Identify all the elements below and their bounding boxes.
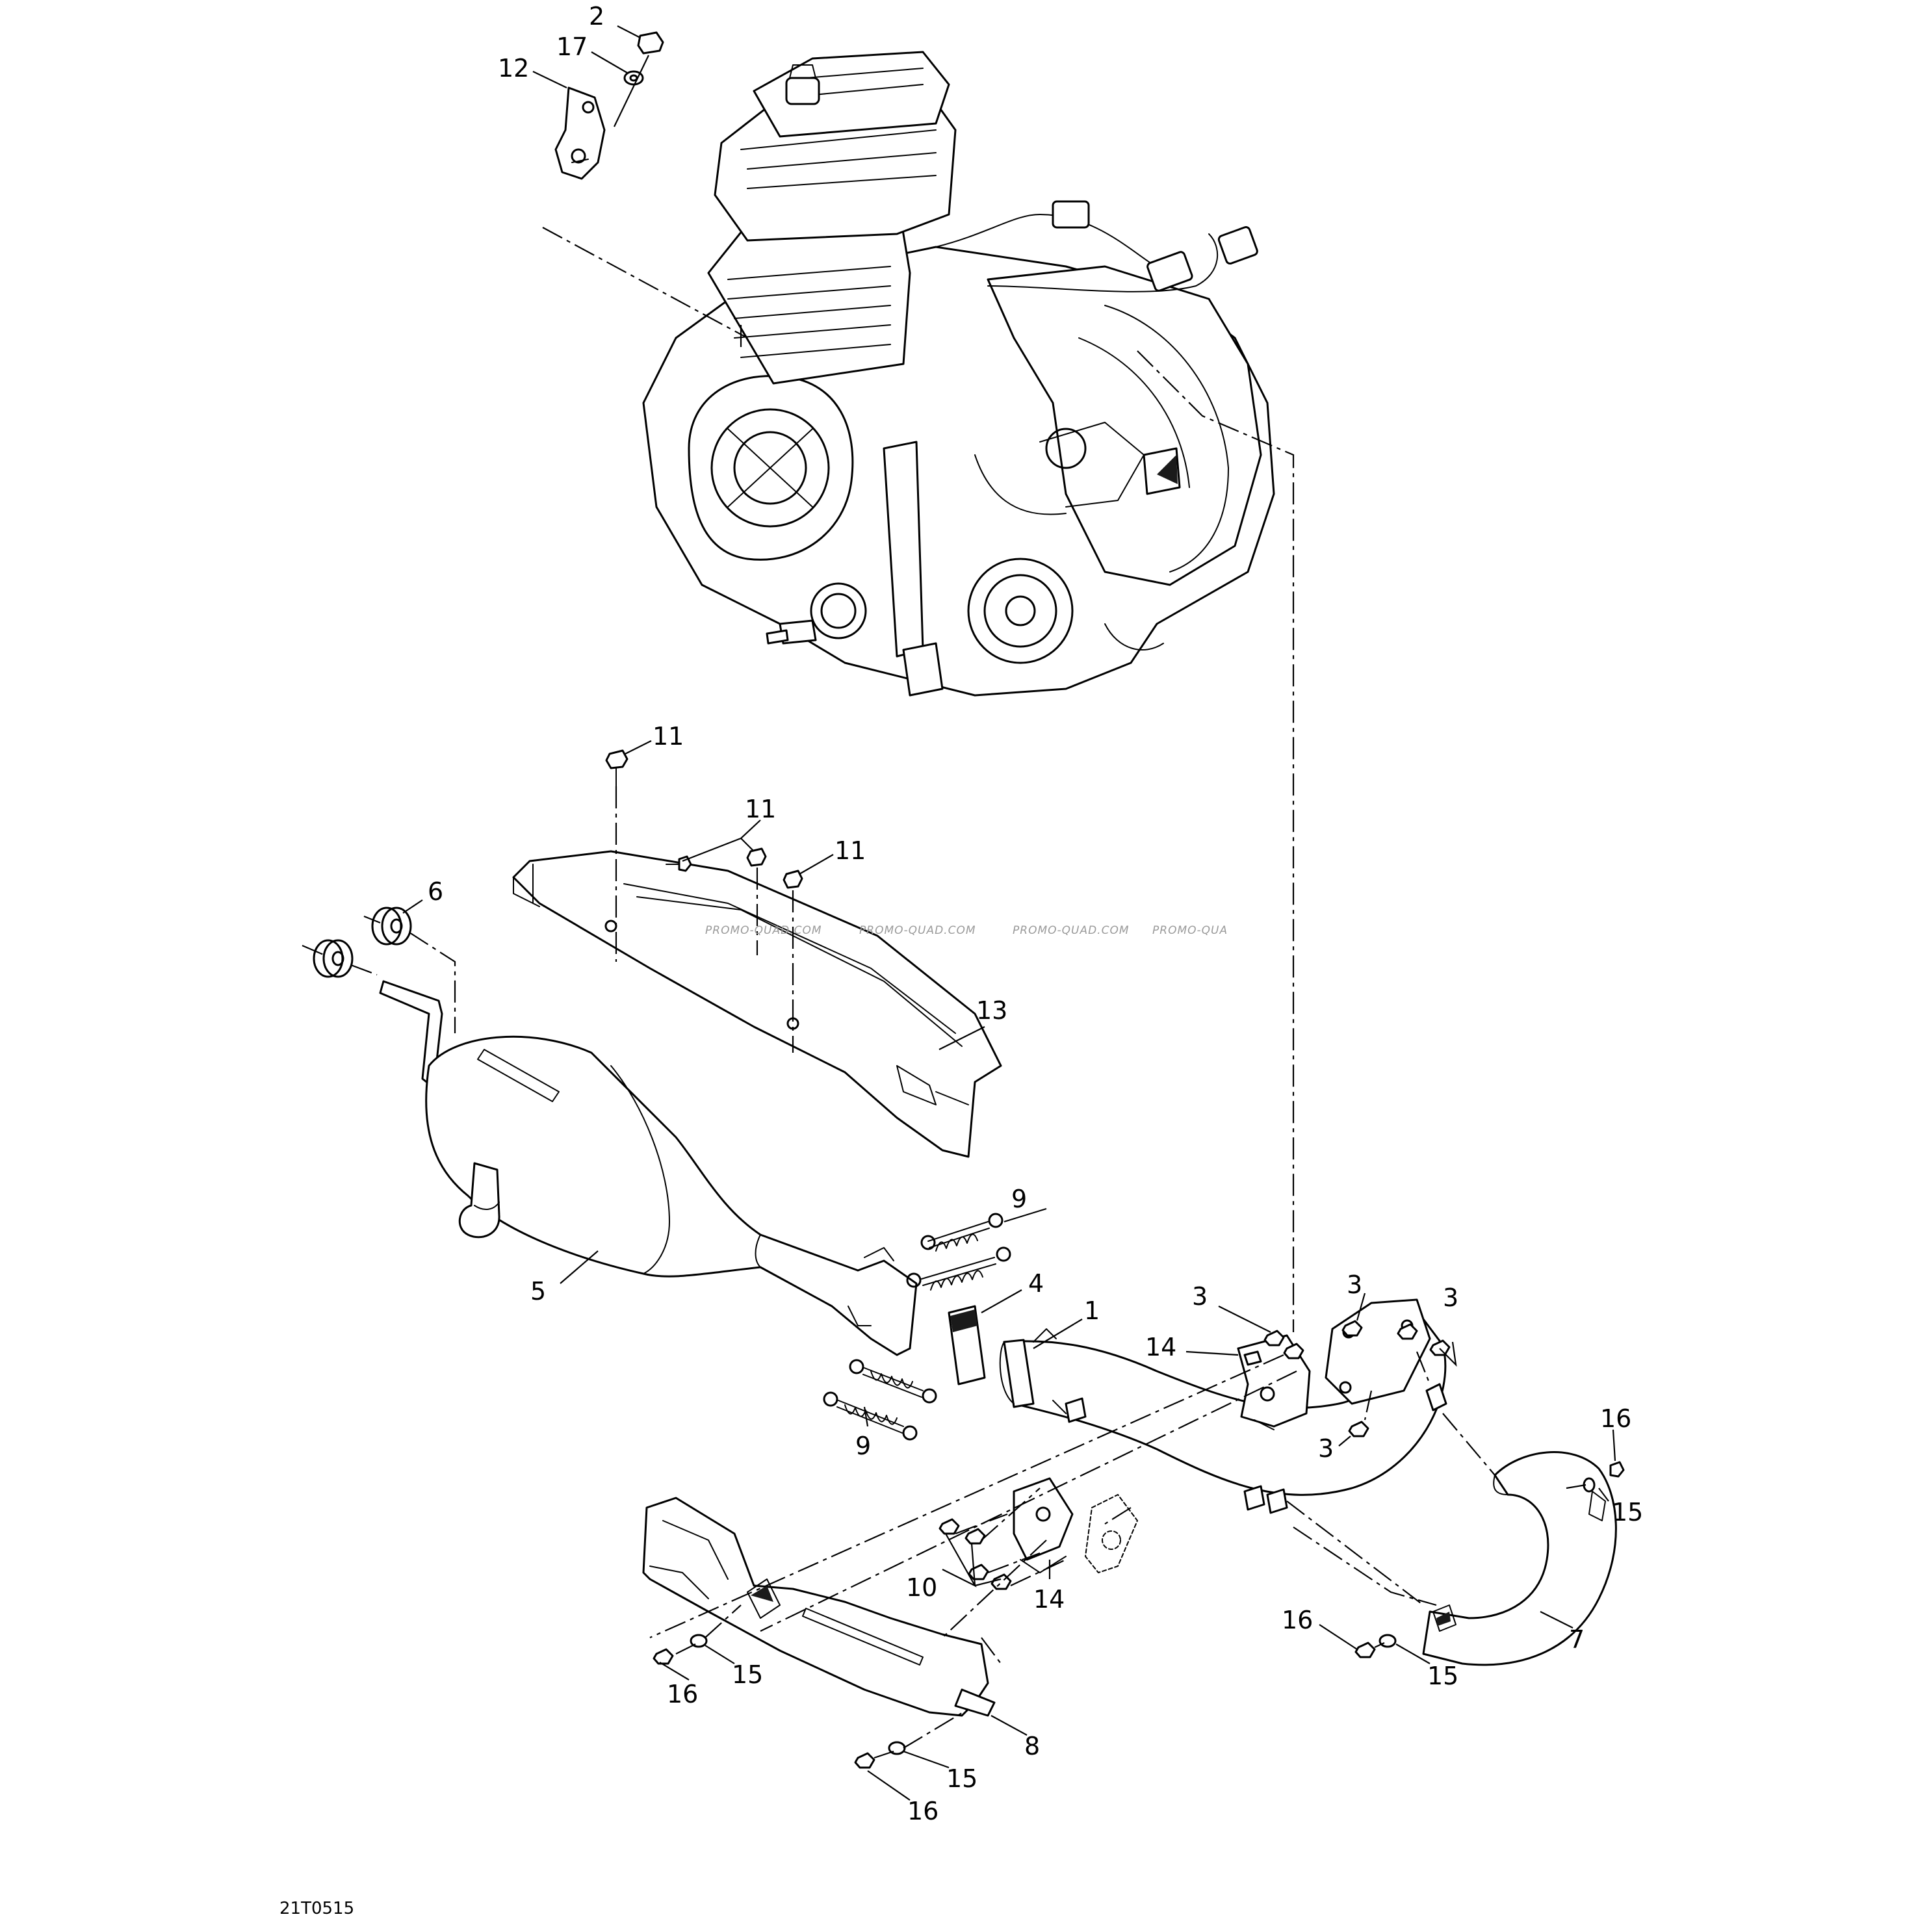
- engine-bracket: [554, 86, 606, 180]
- spring-upper-1: [920, 1213, 1003, 1252]
- callout-11-right: 11: [835, 836, 866, 865]
- callout-15-left: 15: [732, 1660, 763, 1689]
- callout-3-a: 3: [1192, 1282, 1208, 1311]
- nut-3-f: [1348, 1421, 1369, 1437]
- callout-11-middle: 11: [745, 795, 776, 823]
- callout-16-lower: 16: [907, 1797, 939, 1825]
- callout-4: 4: [1028, 1269, 1044, 1298]
- nut-3-a: [1263, 1330, 1285, 1346]
- callout-16-right: 16: [1600, 1404, 1631, 1433]
- callout-15-bottom: 15: [1427, 1662, 1458, 1690]
- rubber-grommet-lower: [313, 939, 354, 978]
- watermark-2: PROMO-QUAD.COM: [859, 924, 976, 937]
- header-heat-shield: [1422, 1451, 1617, 1666]
- watermark-3: PROMO-QUAD.COM: [1013, 924, 1130, 937]
- bolt-16-bottom: [1354, 1642, 1376, 1658]
- bolt-10-a: [939, 1518, 960, 1535]
- watermark-1: PROMO-QUAD.COM: [705, 924, 822, 937]
- spring-lower-2: [823, 1391, 918, 1441]
- nut-3-c: [1341, 1320, 1363, 1337]
- callout-16-bottom: 16: [1282, 1606, 1313, 1634]
- callout-3-b: 3: [1347, 1270, 1362, 1299]
- bolt-16-left: [653, 1648, 674, 1665]
- diagram-reference-code: 21T0515: [279, 1899, 354, 1918]
- engine-assembly: [642, 51, 1275, 697]
- washer-15-bottom: [1379, 1634, 1397, 1648]
- nut-3-d: [1397, 1323, 1418, 1340]
- callout-1: 1: [1084, 1296, 1100, 1325]
- exhaust-gasket: [948, 1305, 986, 1385]
- callout-16-left: 16: [667, 1680, 698, 1708]
- bolt-11-d: [783, 869, 803, 889]
- spring-upper-2: [906, 1246, 1011, 1291]
- spring-lower-1: [849, 1359, 937, 1404]
- callout-2: 2: [589, 2, 604, 31]
- callout-13: 13: [976, 996, 1007, 1025]
- bolt-11-c: [746, 847, 767, 867]
- callout-9-lower: 9: [855, 1432, 871, 1460]
- watermark-4: PROMO-QUA: [1152, 924, 1228, 937]
- callout-17: 17: [556, 32, 588, 61]
- callout-12: 12: [498, 54, 529, 83]
- rubber-grommet-upper: [371, 907, 412, 946]
- callout-5: 5: [530, 1277, 546, 1306]
- exhaust-header-pipe: [999, 1298, 1447, 1514]
- callout-9-upper: 9: [1011, 1185, 1027, 1213]
- callout-3-d: 3: [1318, 1434, 1334, 1463]
- callout-11-top: 11: [653, 722, 684, 751]
- nut-3-b: [1283, 1343, 1304, 1359]
- bolt-2: [637, 31, 664, 55]
- bolt-16-right: [1609, 1461, 1625, 1478]
- callout-14-upper: 14: [1145, 1333, 1176, 1361]
- bolt-10-b: [964, 1528, 986, 1545]
- bolt-11-b: [666, 855, 692, 872]
- bolt-16-lower: [854, 1752, 875, 1769]
- callout-8: 8: [1024, 1732, 1040, 1760]
- callout-14-lower: 14: [1033, 1585, 1065, 1614]
- washer-17: [623, 70, 644, 86]
- callout-6: 6: [428, 877, 443, 906]
- bolt-10-c: [968, 1564, 989, 1580]
- callout-10: 10: [906, 1573, 937, 1602]
- callout-15-lower: 15: [946, 1764, 977, 1793]
- callout-3-c: 3: [1443, 1283, 1458, 1312]
- callout-7: 7: [1569, 1625, 1585, 1654]
- muffler: [379, 980, 918, 1356]
- upper-heat-shield: [512, 850, 1002, 1158]
- bolt-11-a: [605, 749, 628, 787]
- callout-15-right: 15: [1612, 1498, 1643, 1526]
- pipe-bracket-lower: [1013, 1477, 1074, 1573]
- nut-3-e: [1429, 1339, 1451, 1356]
